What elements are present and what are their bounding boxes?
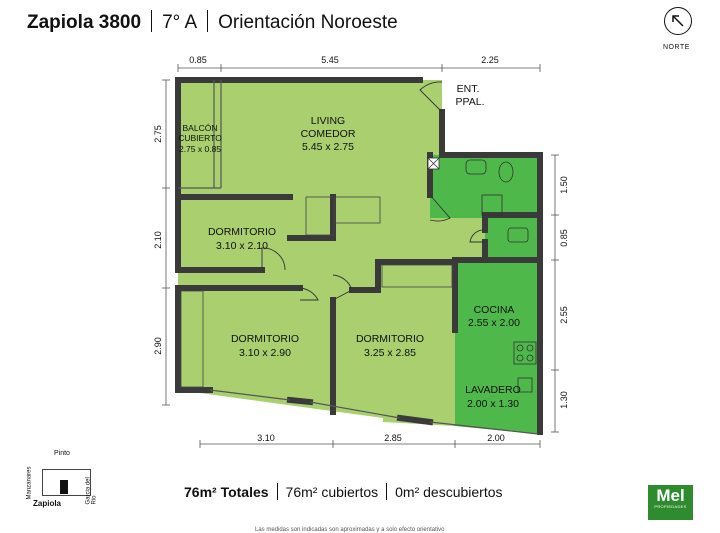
dim-top-1: 0.85 — [189, 55, 207, 65]
bedroom-2-name: DORMITORIO — [231, 333, 299, 345]
balcony-line2: CUBIERTO — [178, 133, 222, 143]
kitchen-size: 2.55 x 2.00 — [468, 317, 520, 329]
door-arcs — [261, 81, 486, 301]
bedroom-1-size: 3.10 x 2.10 — [216, 240, 268, 252]
logo-subtext: PROPIEDADES — [654, 504, 687, 509]
laundry-size: 2.00 x 1.30 — [467, 398, 519, 410]
dim-left-2: 2.10 — [153, 231, 163, 249]
kitchen-fill — [455, 258, 538, 434]
dim-top-3: 2.25 — [481, 55, 499, 65]
street-left: Manzanares — [26, 466, 33, 500]
dimension-lines — [162, 64, 559, 448]
closet-hatches — [180, 196, 453, 388]
dim-right-1: 1.50 — [559, 176, 569, 194]
area-summary: 76m² Totales 76m² cubiertos 0m² descubiert… — [184, 483, 503, 500]
fixtures — [427, 157, 537, 393]
bedroom-3-size: 3.25 x 2.85 — [364, 347, 416, 359]
living-line2: COMEDOR — [301, 128, 356, 140]
block-outline — [42, 469, 91, 496]
street-top: Pinto — [54, 450, 70, 457]
window-lines — [178, 80, 539, 435]
street-bottom: Zapiola — [33, 499, 62, 508]
bathroom-fill — [430, 155, 538, 218]
address-title: Zapiola 3800 — [27, 12, 142, 33]
floor-fill — [178, 80, 485, 426]
dim-top-2: 5.45 — [321, 55, 339, 65]
location-map: Pinto Manzanares Garcia del Rio Zapiola — [27, 450, 110, 512]
dim-right-2: 0.85 — [559, 229, 569, 247]
logo-text: Mel — [656, 486, 685, 505]
north-arrow-icon — [664, 7, 692, 35]
unit-label: 7° A — [162, 12, 198, 33]
living-line1: LIVING — [311, 115, 345, 127]
compass-label: NORTE — [663, 44, 690, 51]
footer-divider — [386, 483, 388, 500]
page-header: Zapiola 3800 7° A Orientación Noroeste — [27, 10, 398, 34]
laundry-name: LAVADERO — [465, 384, 521, 396]
dim-right-3: 2.55 — [559, 306, 569, 324]
walls — [175, 77, 543, 435]
bedroom-3-name: DORMITORIO — [356, 333, 424, 345]
orientation-label: Orientación Noroeste — [218, 12, 398, 33]
dim-bottom-3: 2.00 — [487, 433, 505, 443]
bedroom-1-name: DORMITORIO — [208, 226, 276, 238]
dim-bottom-2: 2.85 — [384, 433, 402, 443]
dim-left-3: 2.90 — [153, 337, 163, 355]
brand-logo: Mel PROPIEDADES — [648, 485, 693, 520]
header-divider — [207, 10, 209, 32]
footer-divider — [276, 483, 278, 500]
building-marker-icon — [60, 480, 68, 494]
balcony-size: 2.75 x 0.85 — [179, 144, 221, 154]
entrance-line2: PPAL. — [456, 96, 485, 108]
toilet-fill — [485, 218, 538, 258]
dim-bottom-1: 3.10 — [257, 433, 275, 443]
header-divider — [151, 10, 153, 32]
dim-left-1: 2.75 — [153, 125, 163, 143]
total-area: 76m² Totales — [184, 484, 269, 500]
uncovered-area: 0m² descubiertos — [395, 484, 503, 500]
covered-area: 76m² cubiertos — [285, 484, 379, 500]
entrance-line1: ENT. — [457, 83, 480, 95]
kitchen-name: COCINA — [474, 304, 515, 316]
disclaimer: Las medidas son indicadas son aproximada… — [255, 527, 445, 533]
living-size: 5.45 x 2.75 — [302, 141, 354, 153]
bedroom-2-size: 3.10 x 2.90 — [239, 347, 291, 359]
balcony-line1: BALCÓN — [183, 123, 218, 133]
dim-right-4: 1.30 — [559, 391, 569, 409]
street-right: Garcia del Rio — [85, 477, 98, 505]
